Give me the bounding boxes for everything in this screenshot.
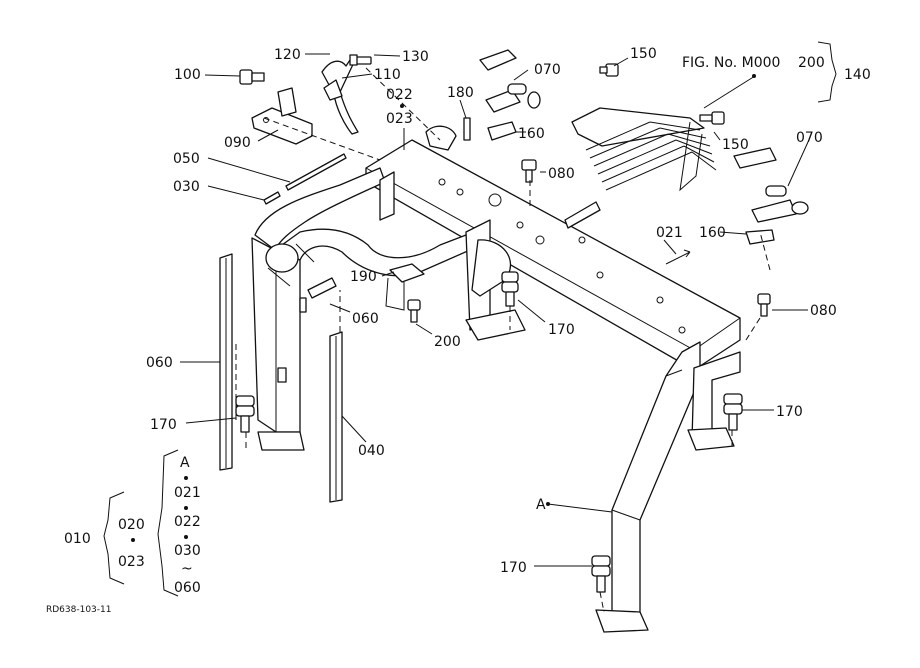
legend-range-1: 021	[174, 485, 201, 501]
label-021: 021	[656, 225, 683, 241]
right-front-foot-plate	[595, 609, 649, 633]
wire-guard-150	[571, 107, 717, 192]
label-040: 040	[358, 443, 385, 459]
label-170-right: 170	[776, 404, 803, 420]
label-070-right: 070	[796, 130, 823, 146]
label-060-short: 060	[352, 311, 379, 327]
left-foot-plate	[257, 431, 305, 451]
label-150-lower: 150	[722, 137, 749, 153]
label-023: 023	[386, 111, 413, 127]
legend-range: A 021 022 030 ~ 060	[174, 455, 201, 596]
clip-160-right	[745, 229, 775, 245]
left-pivot-tube	[265, 243, 299, 273]
bolt-080-upper	[521, 159, 537, 183]
hinge-070-left	[479, 49, 541, 113]
leader-lines	[180, 53, 809, 567]
legend-range-4: 060	[174, 580, 201, 596]
clip-190	[389, 263, 425, 283]
callout-labels: 100 120 130 110 090 050 030 022 023 180 …	[146, 46, 871, 576]
label-050: 050	[173, 151, 200, 167]
bolt-170-center	[501, 271, 519, 307]
left-leg-slot	[277, 367, 287, 383]
right-front-leg	[611, 341, 701, 621]
bracket-140	[817, 41, 837, 103]
label-190: 190	[350, 269, 377, 285]
bolt-170-left	[235, 395, 255, 433]
rear-left-leg	[379, 171, 395, 221]
label-200-lower: 200	[434, 334, 461, 350]
label-160-right: 160	[699, 225, 726, 241]
bolt-100	[239, 69, 265, 85]
label-170-left: 170	[150, 417, 177, 433]
bolt-150-lower	[699, 111, 725, 125]
bolt-170-front	[591, 555, 611, 593]
legend-range-2: 022	[174, 514, 201, 530]
fig-ref-dot	[752, 74, 756, 78]
bolt-170-right	[723, 393, 743, 431]
hinge-070-right	[733, 147, 809, 223]
label-090: 090	[224, 135, 251, 151]
pin-180	[463, 117, 471, 141]
figure-code: RD638-103-11	[46, 605, 112, 615]
label-200-upper: 200	[798, 55, 825, 71]
label-170-center: 170	[548, 322, 575, 338]
label-150-upper: 150	[630, 46, 657, 62]
left-arm	[254, 167, 386, 251]
label-070-upper: 070	[534, 62, 561, 78]
legend-group-item-0: 020	[118, 517, 145, 533]
label-130: 130	[402, 49, 429, 65]
label-180: 180	[447, 85, 474, 101]
bolt-080-right	[757, 293, 771, 317]
label-170-front: 170	[500, 560, 527, 576]
label-120: 120	[274, 47, 301, 63]
label-160-upper: 160	[518, 126, 545, 142]
beam-holes	[438, 178, 686, 334]
label-140: 140	[844, 67, 871, 83]
bracket-010	[103, 491, 125, 585]
legend-range-0: A	[180, 455, 190, 471]
legend-range-tilde: ~	[181, 561, 193, 577]
center-bracket	[471, 239, 512, 297]
legend-range-3: 030	[174, 543, 201, 559]
label-110: 110	[374, 67, 401, 83]
bolt-200	[407, 299, 421, 323]
legend-group-item-1: 023	[118, 554, 145, 570]
plate-022	[425, 125, 457, 151]
bolt-130	[349, 54, 372, 66]
legend-group: 010 020 023	[64, 517, 145, 570]
strip-060-short	[307, 277, 337, 299]
legend-group-010: 010	[64, 531, 91, 547]
bolt-150-upper	[599, 63, 619, 77]
label-100: 100	[174, 67, 201, 83]
label-060-long: 060	[146, 355, 173, 371]
label-030: 030	[173, 179, 200, 195]
rod-050	[285, 153, 347, 191]
rear-bar	[564, 201, 601, 229]
label-022: 022	[386, 87, 413, 103]
label-080-upper: 080	[548, 166, 575, 182]
right-rear-foot-plate	[687, 427, 735, 451]
label-A: A	[536, 497, 546, 513]
arrow-021	[665, 249, 691, 265]
clip-160-left	[487, 121, 517, 141]
bracket-090	[251, 107, 313, 145]
label-080-right: 080	[810, 303, 837, 319]
bracket-range	[157, 449, 179, 597]
fig-ref-text: FIG. No. M000	[682, 55, 780, 71]
pin-030	[263, 191, 281, 205]
